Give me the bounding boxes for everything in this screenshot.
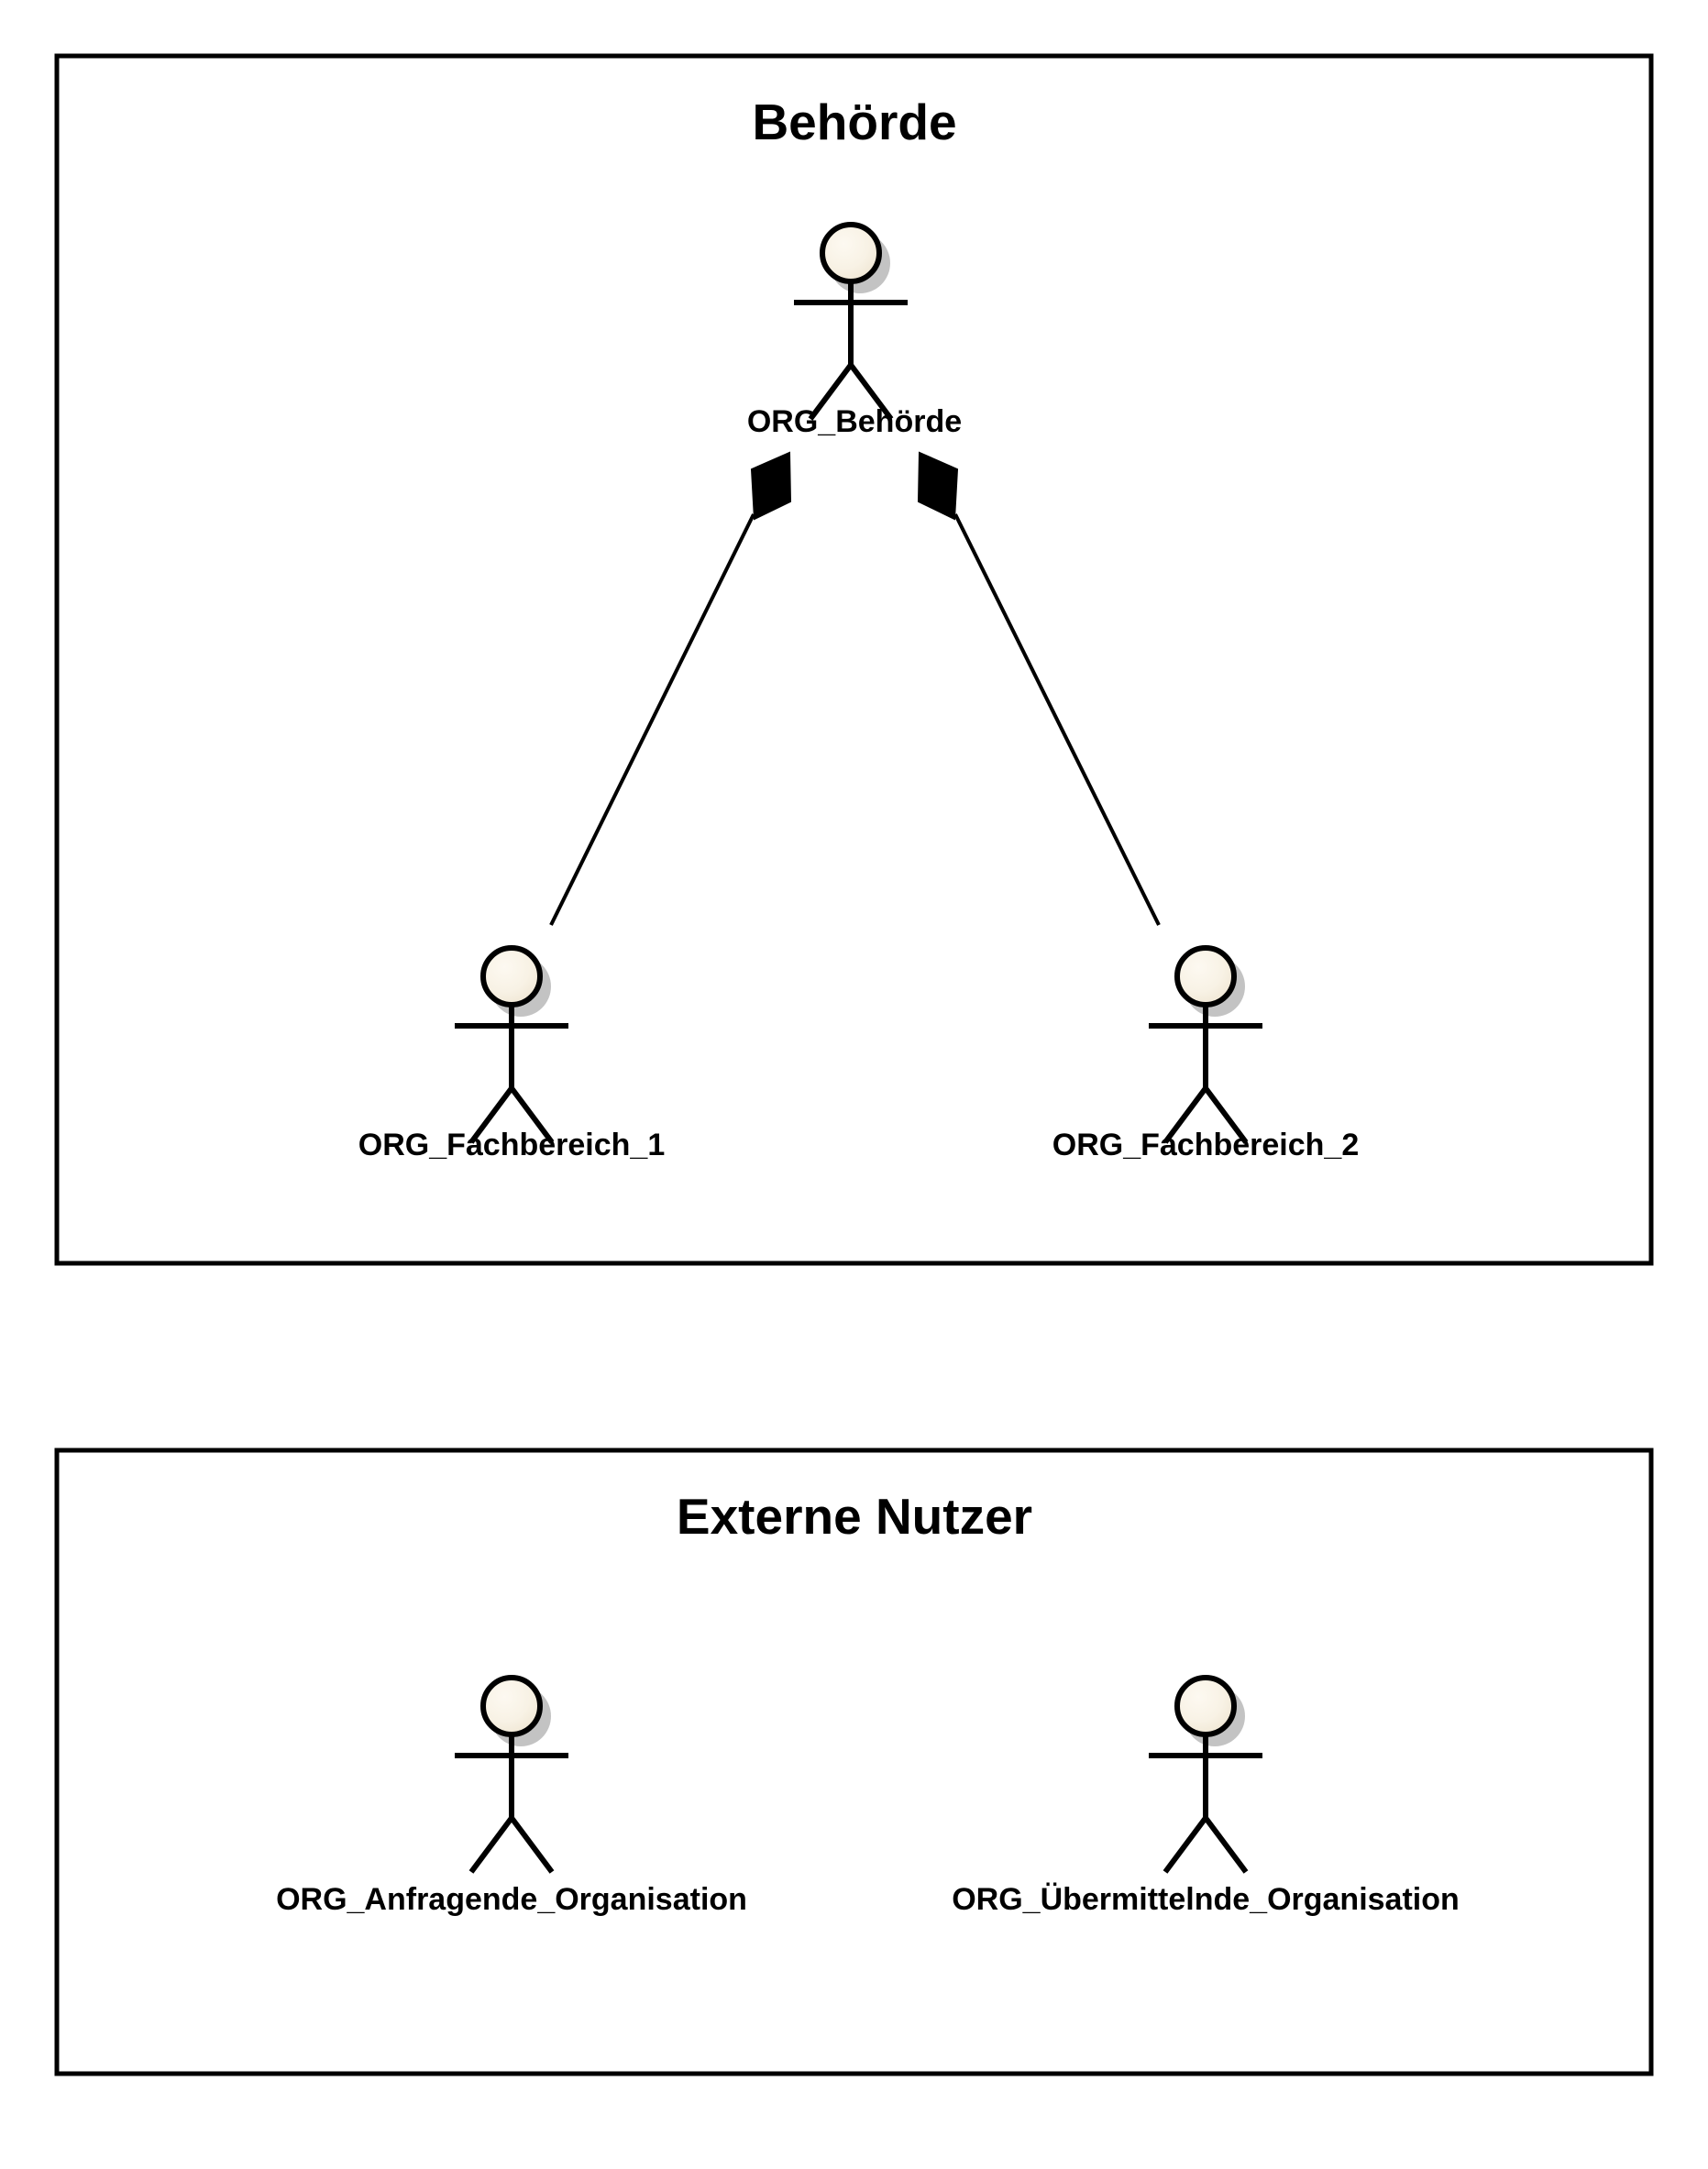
actor-body-icon: [794, 281, 908, 421]
actor-org-fachbereich-2[interactable]: ORG_Fachbereich_2: [1052, 945, 1359, 1162]
actor-label-org-uebermittelnde-organisation: ORG_Übermittelnde_Organisation: [952, 1882, 1460, 1917]
package-behoerde-title: Behörde: [752, 94, 956, 150]
package-behoerde: Behörde ORG_Behörde ORG_Fachbereich_1: [54, 53, 1654, 1266]
package-externe-nutzer-frame: [54, 1448, 1654, 2076]
association-line-behoerde-fachbereich-2: [953, 513, 1161, 926]
actor-label-org-anfragende-organisation: ORG_Anfragende_Organisation: [276, 1882, 747, 1917]
composition-diamond-fachbereich-2: [917, 451, 959, 521]
association-line-behoerde-fachbereich-1: [549, 513, 755, 926]
actor-head-icon: [480, 945, 543, 1007]
actor-head-icon: [1174, 1675, 1237, 1737]
actor-org-fachbereich-1[interactable]: ORG_Fachbereich_1: [358, 945, 665, 1162]
actor-label-org-fachbereich-2: ORG_Fachbereich_2: [1052, 1128, 1359, 1162]
composition-diamond-fachbereich-1: [750, 451, 792, 521]
actor-head-icon: [480, 1675, 543, 1737]
actor-body-icon: [455, 1734, 568, 1874]
actor-body-icon: [1149, 1734, 1262, 1874]
actor-head-icon: [820, 222, 882, 284]
actor-org-uebermittelnde-organisation[interactable]: ORG_Übermittelnde_Organisation: [952, 1675, 1460, 1917]
package-externe-nutzer-title: Externe Nutzer: [677, 1488, 1032, 1545]
package-externe-nutzer: Externe Nutzer ORG_Anfragende_Organisati…: [54, 1448, 1654, 2076]
actor-org-anfragende-organisation[interactable]: ORG_Anfragende_Organisation: [276, 1675, 747, 1917]
actor-label-org-fachbereich-1: ORG_Fachbereich_1: [358, 1128, 665, 1162]
actor-org-behoerde[interactable]: ORG_Behörde: [747, 222, 962, 439]
actor-body-icon: [455, 1005, 568, 1144]
actor-label-org-behoerde: ORG_Behörde: [747, 404, 962, 439]
actor-head-icon: [1174, 945, 1237, 1007]
actor-body-icon: [1149, 1005, 1262, 1144]
